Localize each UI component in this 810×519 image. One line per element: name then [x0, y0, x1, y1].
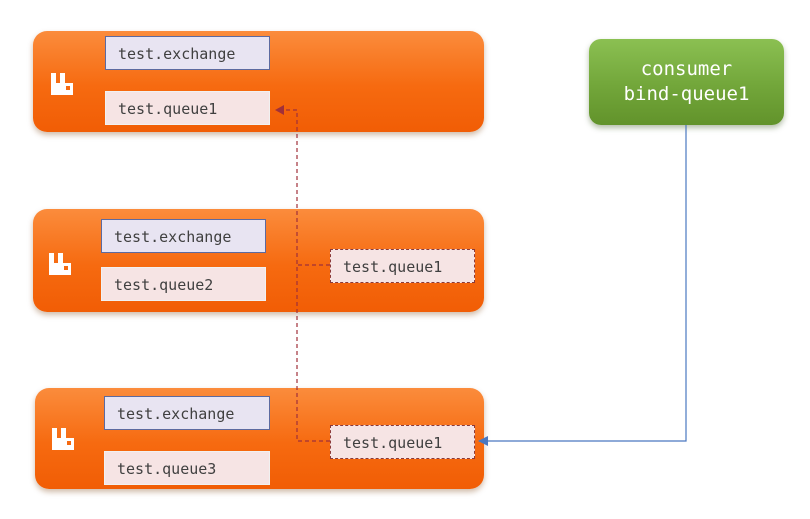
queue-box-node-1[interactable]: test.queue1 — [105, 91, 270, 125]
mirror-queue-box-node-3[interactable]: test.queue1 — [330, 425, 475, 459]
exchange-box-node-1[interactable]: test.exchange — [105, 36, 270, 70]
queue-box-node-3[interactable]: test.queue3 — [104, 451, 270, 485]
rabbitmq-logo-icon — [52, 428, 74, 450]
mirror-queue-box-node-2[interactable]: test.queue1 — [330, 249, 475, 283]
rabbitmq-logo-icon — [51, 73, 73, 95]
exchange-box-node-2[interactable]: test.exchange — [101, 219, 266, 253]
rabbitmq-logo-icon — [49, 253, 71, 275]
consumer-box[interactable]: consumer bind-queue1 — [589, 39, 784, 125]
queue-box-node-2[interactable]: test.queue2 — [101, 267, 266, 301]
consumer-link — [478, 125, 687, 446]
mirror-link-node-3 — [275, 105, 330, 442]
consumer-label: consumer — [640, 58, 733, 80]
exchange-box-node-3[interactable]: test.exchange — [104, 396, 270, 430]
consumer-binding-label: bind-queue1 — [623, 83, 750, 105]
